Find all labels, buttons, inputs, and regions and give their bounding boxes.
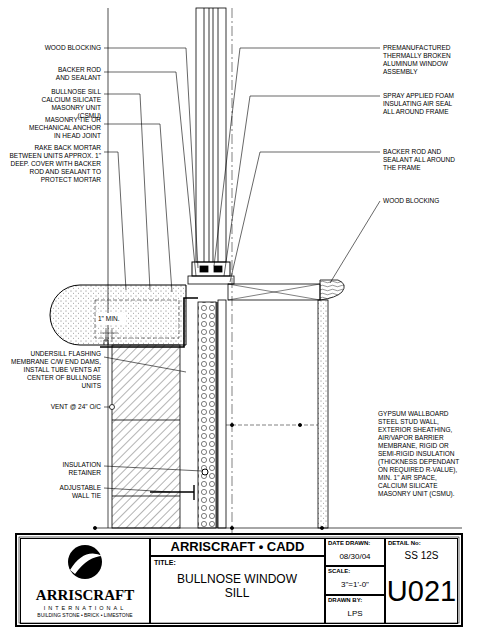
callout-note: BULLNOSE SILL CALCIUM SILICATE MASONRY U… <box>31 88 101 120</box>
callout-note: SPRAY APPLIED FOAM INSULATING AIR SEAL A… <box>383 92 457 116</box>
company-tagline: BUILDING STONE • BRICK • LIMESTONE <box>21 613 149 619</box>
field-label: DETAIL No: <box>388 540 456 547</box>
logo-cell: ARRISCRAFTINTERNATIONAL BUILDING STONE • … <box>20 538 150 624</box>
company-cell: ARRISCRAFT • CADD <box>150 538 325 556</box>
company-subtitle: INTERNATIONAL <box>21 605 149 611</box>
date-value: 08/30/04 <box>326 552 384 561</box>
callout-note: PREMANUFACTURED THERMALLY BROKEN ALUMINU… <box>383 44 457 76</box>
sheet-header: ARRISCRAFT • CADD <box>151 540 324 555</box>
company-name: ARRISCRAFT <box>21 587 149 604</box>
callout-note: UNDERSILL FLASHING MEMBRANE C/W END DAMS… <box>9 350 101 390</box>
callout-note: WOOD BLOCKING <box>31 44 101 52</box>
date-cell: DATE DRAWN: 08/30/04 <box>325 538 385 566</box>
callout-note: BACKER ROD AND SEALANT <box>43 66 101 82</box>
field-label: DRAWN BY: <box>328 597 384 604</box>
field-label: DATE DRAWN: <box>328 540 384 547</box>
dimension-label: 1" MIN. <box>98 315 126 323</box>
drawing-title: BULLNOSE WINDOW SILL <box>176 573 298 601</box>
drafter-initials: LPS <box>326 609 384 618</box>
scale-value: 3"=1'-0" <box>326 580 384 589</box>
field-label: TITLE: <box>154 559 214 567</box>
field-label: SCALE: <box>328 568 384 575</box>
callout-note: RAKE BACK MORTAR BETWEEN UNITS APPROX. 1… <box>9 144 101 184</box>
title-cell: TITLE: BULLNOSE WINDOW SILL <box>150 556 325 624</box>
detail-number: U021 <box>386 575 457 608</box>
callout-note: INSULATION RETAINER <box>45 461 101 477</box>
scale-cell: SCALE: 3"=1'-0" <box>325 566 385 595</box>
drawn-by-cell: DRAWN BY: LPS <box>325 595 385 624</box>
callout-note: ADJUSTABLE WALL TIE <box>45 484 101 500</box>
callout-note: MASONRY TIE OR MECHANICAL ANCHOR IN HEAD… <box>29 116 101 140</box>
callout-note: VENT @ 24" O/C <box>21 403 101 411</box>
callout-note: BACKER ROD AND SEALANT ALL AROUND THE FR… <box>383 148 457 172</box>
detail-code: SS 12S <box>386 550 457 562</box>
callout-note: WOOD BLOCKING <box>383 197 457 205</box>
callout-note: GYPSUM WALLBOARD STEEL STUD WALL, EXTERI… <box>378 410 460 498</box>
detail-cell: DETAIL No: SS 12S U021 <box>385 538 458 624</box>
